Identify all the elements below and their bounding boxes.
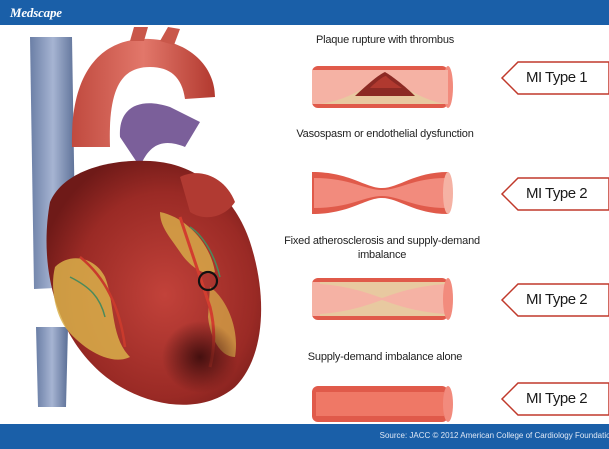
caption-vasospasm: Vasospasm or endothelial dysfunction — [290, 127, 480, 141]
source-credit: Source: JACC © 2012 American College of … — [380, 431, 609, 440]
mi-type-label: MI Type 2 — [526, 390, 587, 407]
heart-illustration — [10, 27, 275, 422]
vessel-supply-demand — [310, 384, 455, 424]
vessel-fixed-atherosclerosis — [310, 274, 455, 324]
footer-bar: Source: JACC © 2012 American College of … — [0, 424, 609, 449]
mi-type-tag-3: MI Type 2 — [500, 282, 609, 318]
brand-logo: Medscape — [10, 5, 62, 21]
caption-fixed-atherosclerosis: Fixed atherosclerosis and supply-demand … — [282, 234, 482, 262]
mi-type-tag-2: MI Type 2 — [500, 176, 609, 212]
mi-type-label: MI Type 1 — [526, 69, 587, 86]
mi-type-label: MI Type 2 — [526, 291, 587, 308]
caption-plaque-rupture: Plaque rupture with thrombus — [285, 33, 485, 47]
mi-type-tag-1: MI Type 1 — [500, 60, 609, 96]
top-bar: Medscape — [0, 0, 609, 25]
mi-type-label: MI Type 2 — [526, 185, 587, 202]
vessel-vasospasm — [310, 168, 455, 218]
caption-supply-demand: Supply-demand imbalance alone — [290, 350, 480, 364]
mi-type-tag-4: MI Type 2 — [500, 381, 609, 417]
vessel-plaque-rupture — [310, 62, 455, 112]
